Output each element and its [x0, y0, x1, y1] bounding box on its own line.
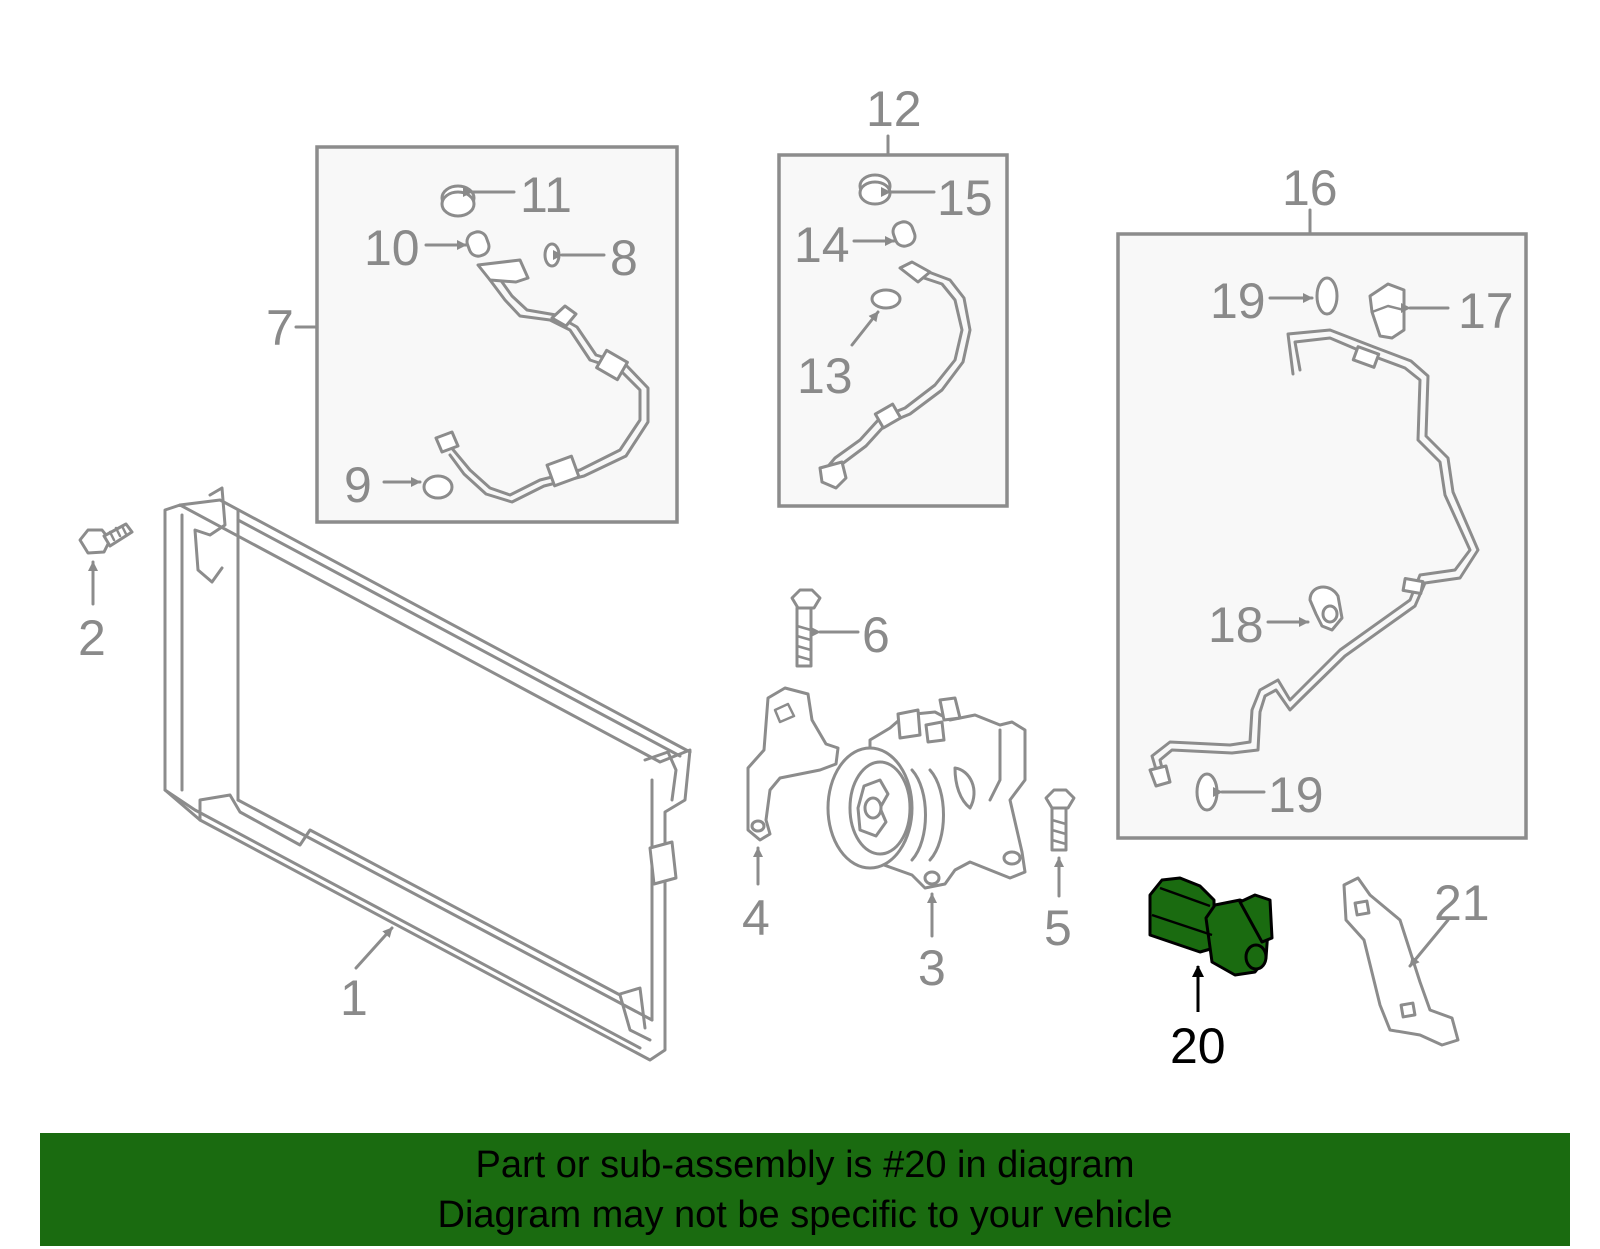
- o-ring-8: [543, 242, 561, 268]
- valve-core-10: [465, 230, 491, 258]
- o-ring-13: [870, 288, 902, 310]
- condenser-1: [163, 486, 692, 1062]
- bracket-4: [746, 686, 840, 842]
- hose-assembly-12: [818, 260, 972, 490]
- hose-assembly-7: [434, 258, 650, 504]
- group-box-16: [1116, 208, 1528, 840]
- banner-line-1: Part or sub-assembly is #20 in diagram: [475, 1143, 1135, 1186]
- callout-8: 8: [610, 230, 638, 286]
- highlight-info-banner: Part or sub-assembly is #20 in diagram D…: [40, 1133, 1570, 1246]
- pipe-assembly-16: [1148, 328, 1480, 788]
- bolt-5: [1044, 788, 1076, 852]
- callout-7: 7: [266, 300, 294, 356]
- callout-16: 16: [1282, 160, 1338, 216]
- callout-21: 21: [1434, 875, 1490, 931]
- bracket-17: [1368, 282, 1406, 340]
- banner-line-2: Diagram may not be specific to your vehi…: [437, 1193, 1173, 1236]
- callout-1: 1: [340, 970, 368, 1026]
- clamp-18: [1308, 585, 1344, 632]
- callout-19-bottom: 19: [1268, 767, 1324, 823]
- cap-15: [858, 173, 892, 206]
- bolt-2: [78, 522, 134, 555]
- o-ring-19-top: [1315, 276, 1339, 316]
- callout-15: 15: [937, 170, 993, 226]
- callout-11: 11: [520, 167, 572, 223]
- callout-6: 6: [862, 607, 890, 663]
- callout-5: 5: [1044, 900, 1072, 956]
- callout-17: 17: [1458, 283, 1514, 339]
- callout-18: 18: [1208, 597, 1264, 653]
- callout-14: 14: [794, 217, 850, 273]
- o-ring-19-bottom: [1195, 772, 1219, 812]
- callout-4: 4: [742, 890, 770, 946]
- o-ring-9: [422, 474, 454, 500]
- callout-20: 20: [1170, 1018, 1226, 1074]
- callout-9: 9: [344, 457, 372, 513]
- compressor-3: [826, 696, 1027, 890]
- cap-11: [440, 184, 476, 218]
- callout-13: 13: [797, 348, 853, 404]
- callout-3: 3: [918, 940, 946, 996]
- callout-2: 2: [78, 610, 106, 666]
- highlighted-part-20: [1148, 876, 1274, 977]
- bolt-6: [790, 588, 822, 668]
- callout-10: 10: [364, 220, 420, 276]
- callout-19-top: 19: [1210, 273, 1266, 329]
- bracket-21: [1342, 876, 1460, 1047]
- callout-12: 12: [866, 81, 922, 137]
